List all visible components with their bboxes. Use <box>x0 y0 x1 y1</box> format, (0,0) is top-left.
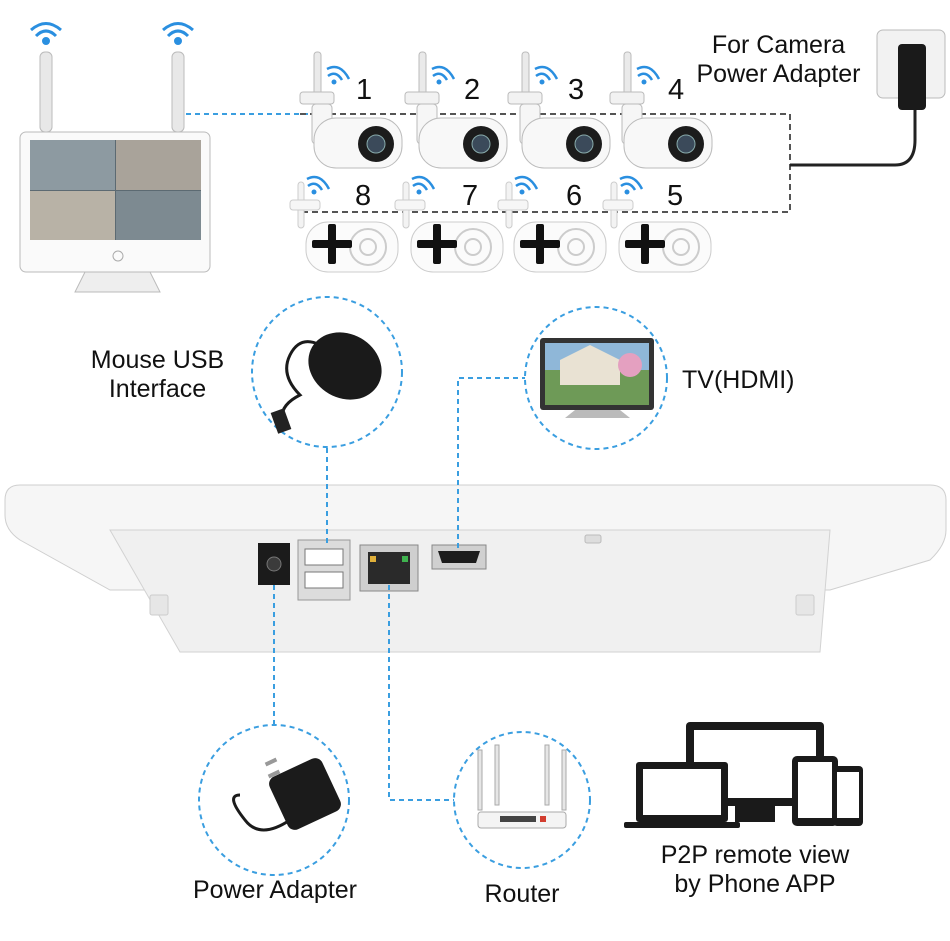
monitor-nvr <box>19 51 211 293</box>
camera-power-adapter-label: For Camera Power Adapter <box>696 31 861 88</box>
plus-icon <box>520 224 560 264</box>
power-adapter-icon <box>232 757 341 832</box>
add-camera-icon <box>602 175 712 273</box>
camera-icon <box>609 51 713 169</box>
add-camera-icon <box>394 175 504 273</box>
mouse-usb-label: Mouse USB Interface <box>90 346 225 403</box>
wifi-icon <box>534 65 559 85</box>
mouse-icon <box>270 332 382 434</box>
camera-icon <box>299 51 403 169</box>
power-adapter-label: Power Adapter <box>193 876 357 904</box>
wifi-icon <box>636 65 661 85</box>
lan-port <box>359 544 419 592</box>
hdmi-port <box>431 544 487 570</box>
usb-ports <box>297 539 351 601</box>
p2p-remote-view-label: P2P remote view by Phone APP <box>660 841 850 898</box>
wifi-icon <box>431 65 456 85</box>
camera-number-label: 1 <box>356 74 373 106</box>
wifi-icon <box>162 22 194 45</box>
camera-icon <box>404 51 508 169</box>
power-adapter-cable <box>790 110 917 167</box>
router-callout <box>453 731 591 869</box>
tv-icon <box>540 338 654 418</box>
camera-icon <box>507 51 611 169</box>
router-icon <box>477 744 567 829</box>
camera-number-label: 7 <box>462 180 479 212</box>
camera-power-line <box>300 113 791 213</box>
wifi-icon <box>30 22 62 45</box>
connector-lines <box>273 377 527 801</box>
camera-number-label: 6 <box>566 180 583 212</box>
add-camera-icon <box>497 175 607 273</box>
camera-row-top <box>299 51 713 169</box>
wifi-icon <box>619 175 644 195</box>
tv-hdmi-label: TV(HDMI) <box>682 366 795 394</box>
plus-icon <box>417 224 457 264</box>
wifi-icon <box>326 65 351 85</box>
wifi-icon <box>306 175 331 195</box>
camera-row-bottom <box>289 175 712 273</box>
camera-number-label: 5 <box>667 180 684 212</box>
dc-power-port <box>258 543 290 585</box>
add-camera-icon <box>289 175 399 273</box>
camera-number-label: 8 <box>355 180 372 212</box>
camera-number-label: 4 <box>668 74 685 106</box>
camera-number-label: 2 <box>464 74 481 106</box>
camera-power-adapter <box>876 29 946 110</box>
router-label: Router <box>484 880 560 908</box>
camera-number-label: 3 <box>568 74 585 106</box>
wifi-icon <box>514 175 539 195</box>
wifi-icon <box>411 175 436 195</box>
p2p-devices-icon <box>624 722 863 828</box>
plus-icon <box>625 224 665 264</box>
plus-icon <box>312 224 352 264</box>
